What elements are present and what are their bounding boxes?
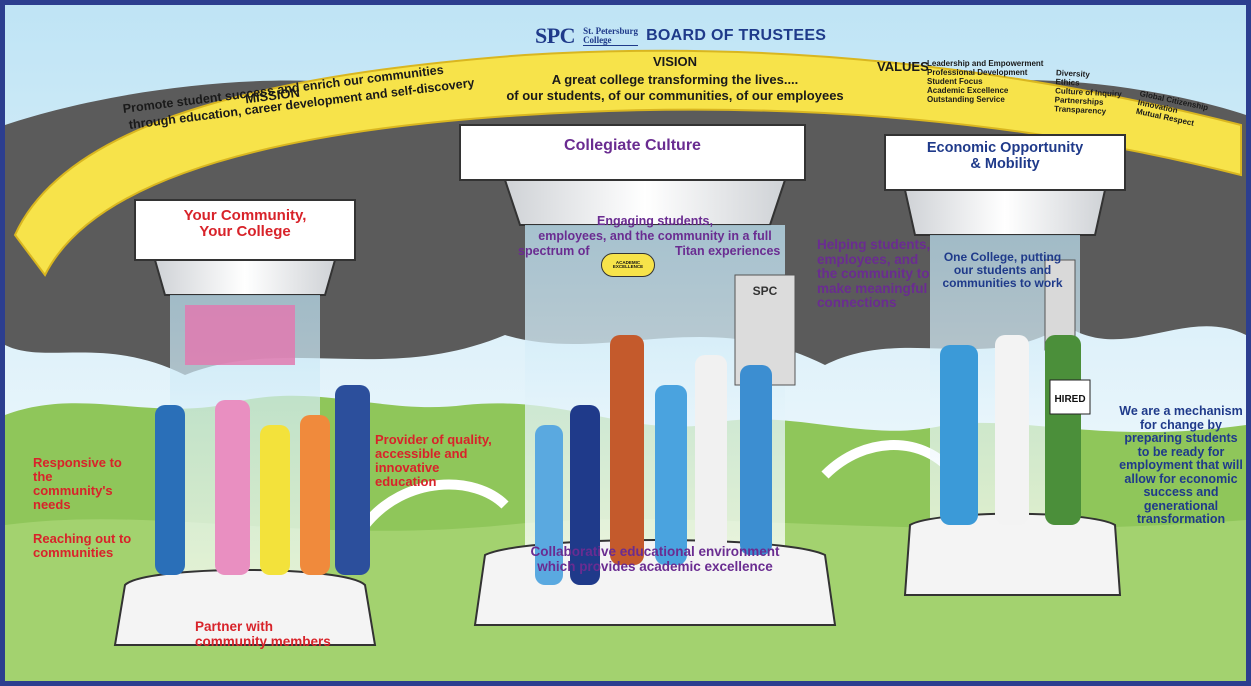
academic-excellence-banner: ACADEMIC EXCELLENCE bbox=[601, 253, 655, 277]
economic-people: HIRED SPC bbox=[753, 284, 1091, 525]
one-college-text: One College, putting our students and co… bbox=[942, 250, 1063, 290]
pillar-community-title: Your Community, Your College bbox=[183, 207, 307, 241]
engaging-line1: Engaging students, bbox=[597, 214, 713, 228]
board-title: BOARD OF TRUSTEES bbox=[646, 27, 827, 44]
community-people bbox=[155, 385, 370, 575]
vision-heading: VISION bbox=[652, 54, 698, 69]
pillar-culture-title: Collegiate Culture bbox=[564, 137, 701, 154]
hired-sign: HIRED bbox=[1054, 394, 1085, 405]
vision-line1: A great college transforming the lives..… bbox=[551, 72, 799, 87]
values-col2: Diversity Ethics Culture of Inquiry Part… bbox=[1053, 68, 1122, 116]
values-col1: Leadership and Empowerment Professional … bbox=[927, 59, 1044, 104]
engaging-line3a: spectrum of bbox=[518, 244, 590, 258]
left-bridge bbox=[361, 479, 509, 529]
yellow-banner bbox=[13, 49, 1242, 277]
pillar-economic-title: Economic Opportunity & Mobility bbox=[926, 140, 1084, 172]
pillars-illustration: HIRED SPC bbox=[5, 5, 1246, 681]
culture-people bbox=[535, 335, 772, 585]
helping-text: Helping students, employees, and the com… bbox=[817, 237, 931, 311]
collab-text: Collaborative educational environment wh… bbox=[530, 544, 780, 574]
college-name: St. Petersburg College bbox=[583, 25, 639, 46]
vision-line2: of our students, of our communities, of … bbox=[506, 88, 844, 103]
reaching-text: Reaching out to communities bbox=[33, 531, 132, 561]
engaging-line3b: Titan experiences bbox=[675, 244, 781, 258]
engaging-line2: employees, and the community in a full bbox=[538, 229, 772, 243]
header-logo: SPC St. Petersburg College BOARD OF TRUS… bbox=[535, 23, 826, 49]
provider-text: Provider of quality, accessible and inno… bbox=[375, 432, 492, 490]
spc-logo: SPC bbox=[535, 23, 576, 48]
values-heading: VALUES bbox=[877, 59, 929, 74]
responsive-text: Responsive to the community's needs bbox=[33, 455, 122, 513]
building-sign: SPC bbox=[753, 284, 778, 298]
partner-text: Partner with community members bbox=[195, 619, 331, 649]
mechanism-text: We are a mechanism for change by prepari… bbox=[1119, 404, 1243, 526]
